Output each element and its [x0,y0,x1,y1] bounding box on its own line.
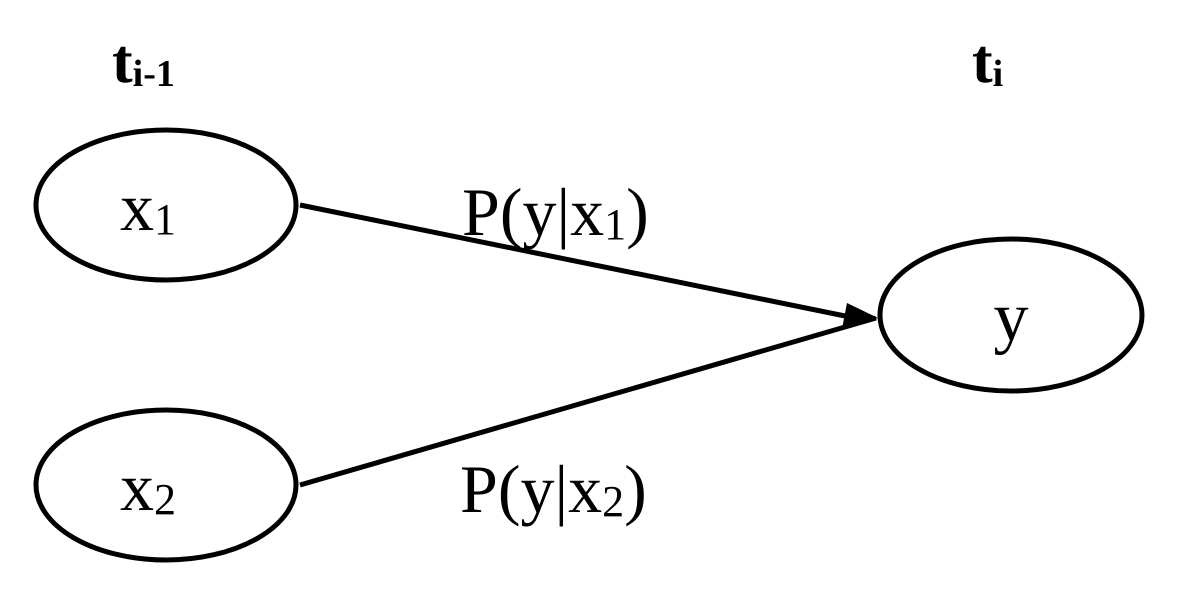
node-y-base: y [994,279,1029,356]
node-x1-base: x [120,169,154,245]
edge-x2-to-y-label: P(y|x2) [460,451,647,527]
node-x2-sub: 2 [154,475,176,524]
node-x2: x2 [33,407,299,563]
edge-x1-to-y-suffix: ) [626,174,649,250]
node-x2-base: x [120,449,154,525]
edge-x2-to-y-prefix: P(y|x [460,451,602,527]
node-x1-label: x1 [120,169,176,245]
time-label-previous: ti-1 [112,28,175,96]
edge-x1-to-y-prefix: P(y|x [462,174,604,250]
node-x2-ellipse [33,407,299,563]
node-x1-sub: 1 [154,195,176,244]
node-y-label: y [994,279,1029,356]
edge-x1-to-y-line [299,202,851,320]
node-x1-ellipse [33,127,299,283]
node-y-ellipse [877,236,1145,394]
edge-x1-to-y-arrowhead [842,303,878,329]
time-label-previous-sub: i-1 [133,53,175,95]
edge-x2-to-y-line [299,315,877,488]
edge-x2-to-y-suffix: ) [624,451,647,527]
node-x2-label: x2 [120,449,176,525]
edge-x2-to-y: P(y|x2) [299,315,877,527]
edge-x1-to-y-sub: 1 [604,200,626,249]
time-label-current: ti [972,28,1003,96]
edge-x2-to-y-sub: 2 [602,477,624,526]
time-label-current-base: t [972,28,993,96]
node-y: y [877,236,1145,394]
time-label-current-sub: i [993,53,1004,95]
time-label-previous-base: t [112,28,133,96]
edge-x1-to-y: P(y|x1) [299,174,878,329]
node-x1: x1 [33,127,299,283]
edge-x1-to-y-label: P(y|x1) [462,174,649,250]
